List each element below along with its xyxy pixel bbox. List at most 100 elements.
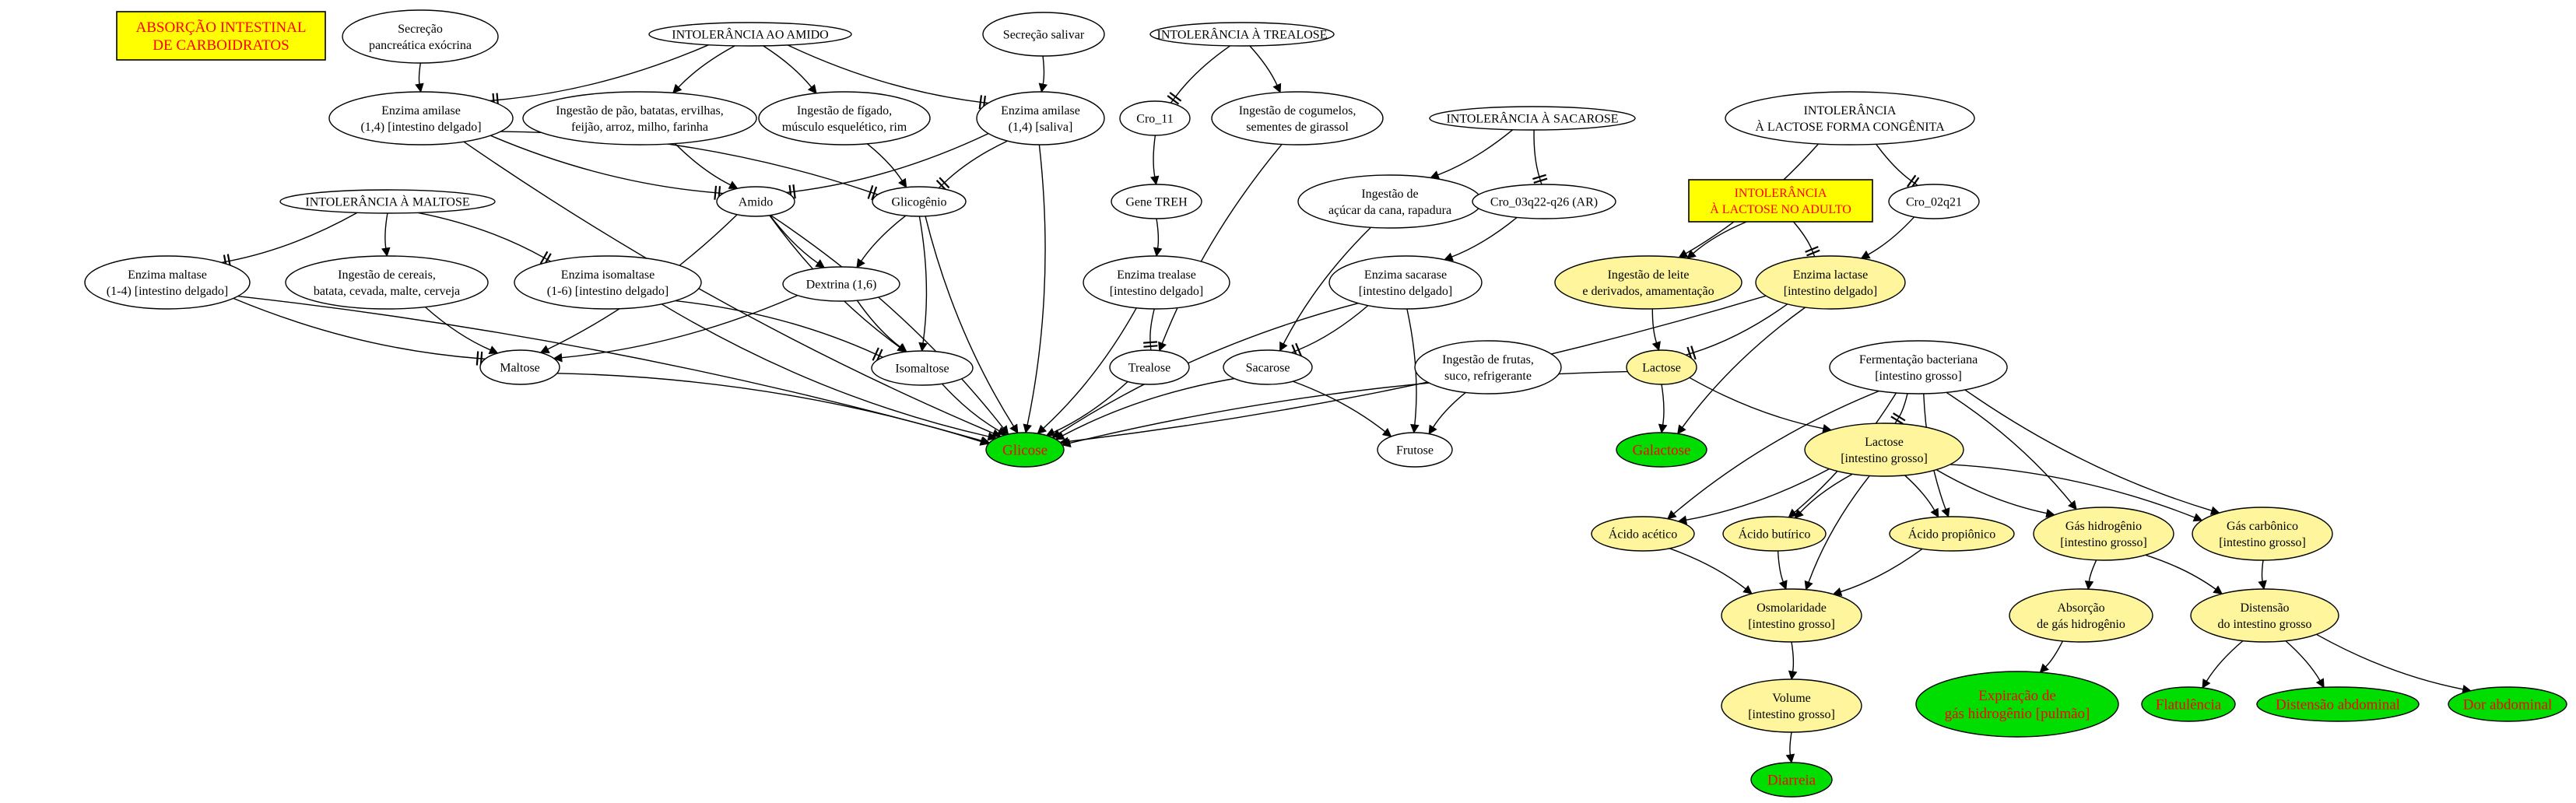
node-shape (1722, 516, 1827, 552)
edge-line (1682, 307, 1806, 428)
node-shape (1915, 671, 2119, 738)
edge-line (1686, 468, 1830, 521)
node-gas-carbonico: Gás carbônico[intestino grosso] (2192, 507, 2333, 561)
edge-line (1792, 221, 1813, 250)
node-label: Ingestão de leite (1608, 268, 1690, 282)
edge-line (1936, 468, 2048, 514)
node-gas-hidrogenio: Gás hidrogênio[intestino grosso] (2033, 507, 2174, 561)
node-label: Distensão (2240, 601, 2289, 615)
edge-lactose-to-galactose (1658, 384, 1668, 434)
tee-bar (1805, 246, 1819, 253)
diagram-title-line-2: DE CARBOIDRATOS (153, 37, 289, 54)
edge-line (418, 62, 421, 85)
edge-line (1027, 144, 1046, 426)
arrowhead (1860, 250, 1871, 259)
arrowhead (898, 177, 907, 188)
node-label: Ácido acético (1609, 527, 1677, 542)
edge-line (497, 44, 709, 101)
edge-line (1149, 308, 1155, 343)
arrowhead (897, 343, 907, 352)
edge-line (1533, 129, 1540, 177)
node-shape (1725, 91, 1975, 146)
node-label: Fermentação bacteriana (1859, 353, 1978, 366)
node-label: Dextrina (1,6) (806, 279, 877, 292)
node-dextrina: Dextrina (1,6) (782, 266, 900, 302)
tee-bar (867, 185, 874, 199)
node-shape (1889, 516, 2015, 552)
edge-line (1686, 352, 1694, 356)
node-shape (1721, 679, 1862, 733)
node-label: [intestino delgado] (1359, 285, 1452, 298)
edge-line (1053, 380, 1128, 433)
edge-line (1283, 226, 1371, 345)
edge-amilase-saliva-to-glicogenio (935, 140, 1008, 191)
edge-line (763, 45, 812, 88)
edge-secrecao-salivar-to-amilase-saliva (1038, 55, 1048, 93)
arrowhead (2084, 580, 2094, 591)
node-gene-treh: Gene TREH (1111, 184, 1202, 219)
edge-line (1451, 216, 1518, 258)
node-maltase: Enzima maltase(1-4) [intestino delgado] (84, 255, 251, 310)
node-shape (1377, 432, 1453, 468)
arrowhead (2209, 506, 2220, 515)
node-label: Frutose (1396, 444, 1434, 458)
edge-ingestao-leite-to-lactose (1651, 308, 1661, 352)
node-label: Flatulência (2156, 697, 2222, 714)
arrowhead (2202, 679, 2211, 689)
node-label: [intestino delgado] (1784, 285, 1877, 298)
edge-line (787, 44, 981, 103)
node-label: [intestino grosso] (1841, 452, 1928, 465)
arrowhead (1742, 584, 1753, 594)
node-isomaltose: Isomaltose (871, 350, 974, 386)
edge-line (1156, 218, 1160, 249)
node-shape (479, 349, 560, 385)
edge-line (556, 373, 981, 443)
node-shape (1591, 516, 1695, 552)
edge-intol-amido-to-ingestao-figado (763, 45, 817, 94)
edge-distensao-int-to-distensao-abd (2285, 640, 2325, 689)
edge-amido-to-glicose (770, 215, 1009, 435)
node-label: [intestino delgado] (1110, 285, 1203, 298)
node-label: Enzima trealase (1117, 268, 1196, 282)
edge-line (1291, 349, 1299, 354)
node-intol-maltose: INTOLERÂNCIA À MALTOSE (279, 189, 496, 214)
node-label: músculo esquelético, rim (782, 121, 907, 134)
arrowhead (1832, 587, 1843, 597)
edge-line (490, 135, 716, 194)
arrowhead (1651, 341, 1661, 352)
arrowhead (1788, 508, 1798, 518)
node-label: Ingestão de cogumelos, (1239, 104, 1356, 117)
edge-acido-acetico-to-osmolaridade (1669, 548, 1753, 594)
edge-line (1946, 391, 2072, 504)
node-label: Enzima sacarase (1364, 268, 1447, 282)
edge-line (2045, 640, 2064, 668)
node-label: [intestino grosso] (1748, 618, 1835, 631)
edge-isomaltose-to-glicose (941, 383, 1007, 436)
edge-line (1950, 464, 2195, 518)
node-shape (2009, 588, 2153, 643)
edge-line (1811, 249, 1816, 258)
node-lactose-grosso: Lactose[intestino grosso] (1804, 423, 1964, 477)
node-galactose: Galactose (1616, 432, 1707, 468)
edge-line (661, 303, 989, 437)
node-isomaltase: Enzima isomaltase(1-6) [intestino delgad… (514, 255, 702, 310)
edge-cro11-to-gene-treh (1150, 135, 1160, 186)
edge-line (866, 143, 903, 181)
node-label: Gás carbônico (2227, 520, 2298, 533)
node-intol-trealose: INTOLERÂNCIA À TREALOSE (1149, 22, 1335, 47)
arrowhead (1038, 82, 1048, 93)
node-label: Secreção salivar (1003, 29, 1085, 42)
node-label: pancreática exócrina (369, 39, 472, 52)
arrowhead (2315, 678, 2325, 689)
arrowhead (2068, 500, 2077, 510)
edge-line (1799, 473, 1853, 514)
node-acido-propionico: Ácido propiônico (1889, 516, 2015, 552)
edge-amilase-delgado-to-amido (490, 135, 724, 201)
edge-sacarose-to-glicose (1055, 377, 1235, 440)
edge-gas-hidrogenio-to-distensao-int (2145, 554, 2223, 594)
edge-cro02-to-lactase (1860, 216, 1915, 259)
node-shape (1119, 100, 1191, 136)
edge-trealase-to-trealose (1143, 308, 1158, 351)
edge-line (2316, 633, 2464, 690)
